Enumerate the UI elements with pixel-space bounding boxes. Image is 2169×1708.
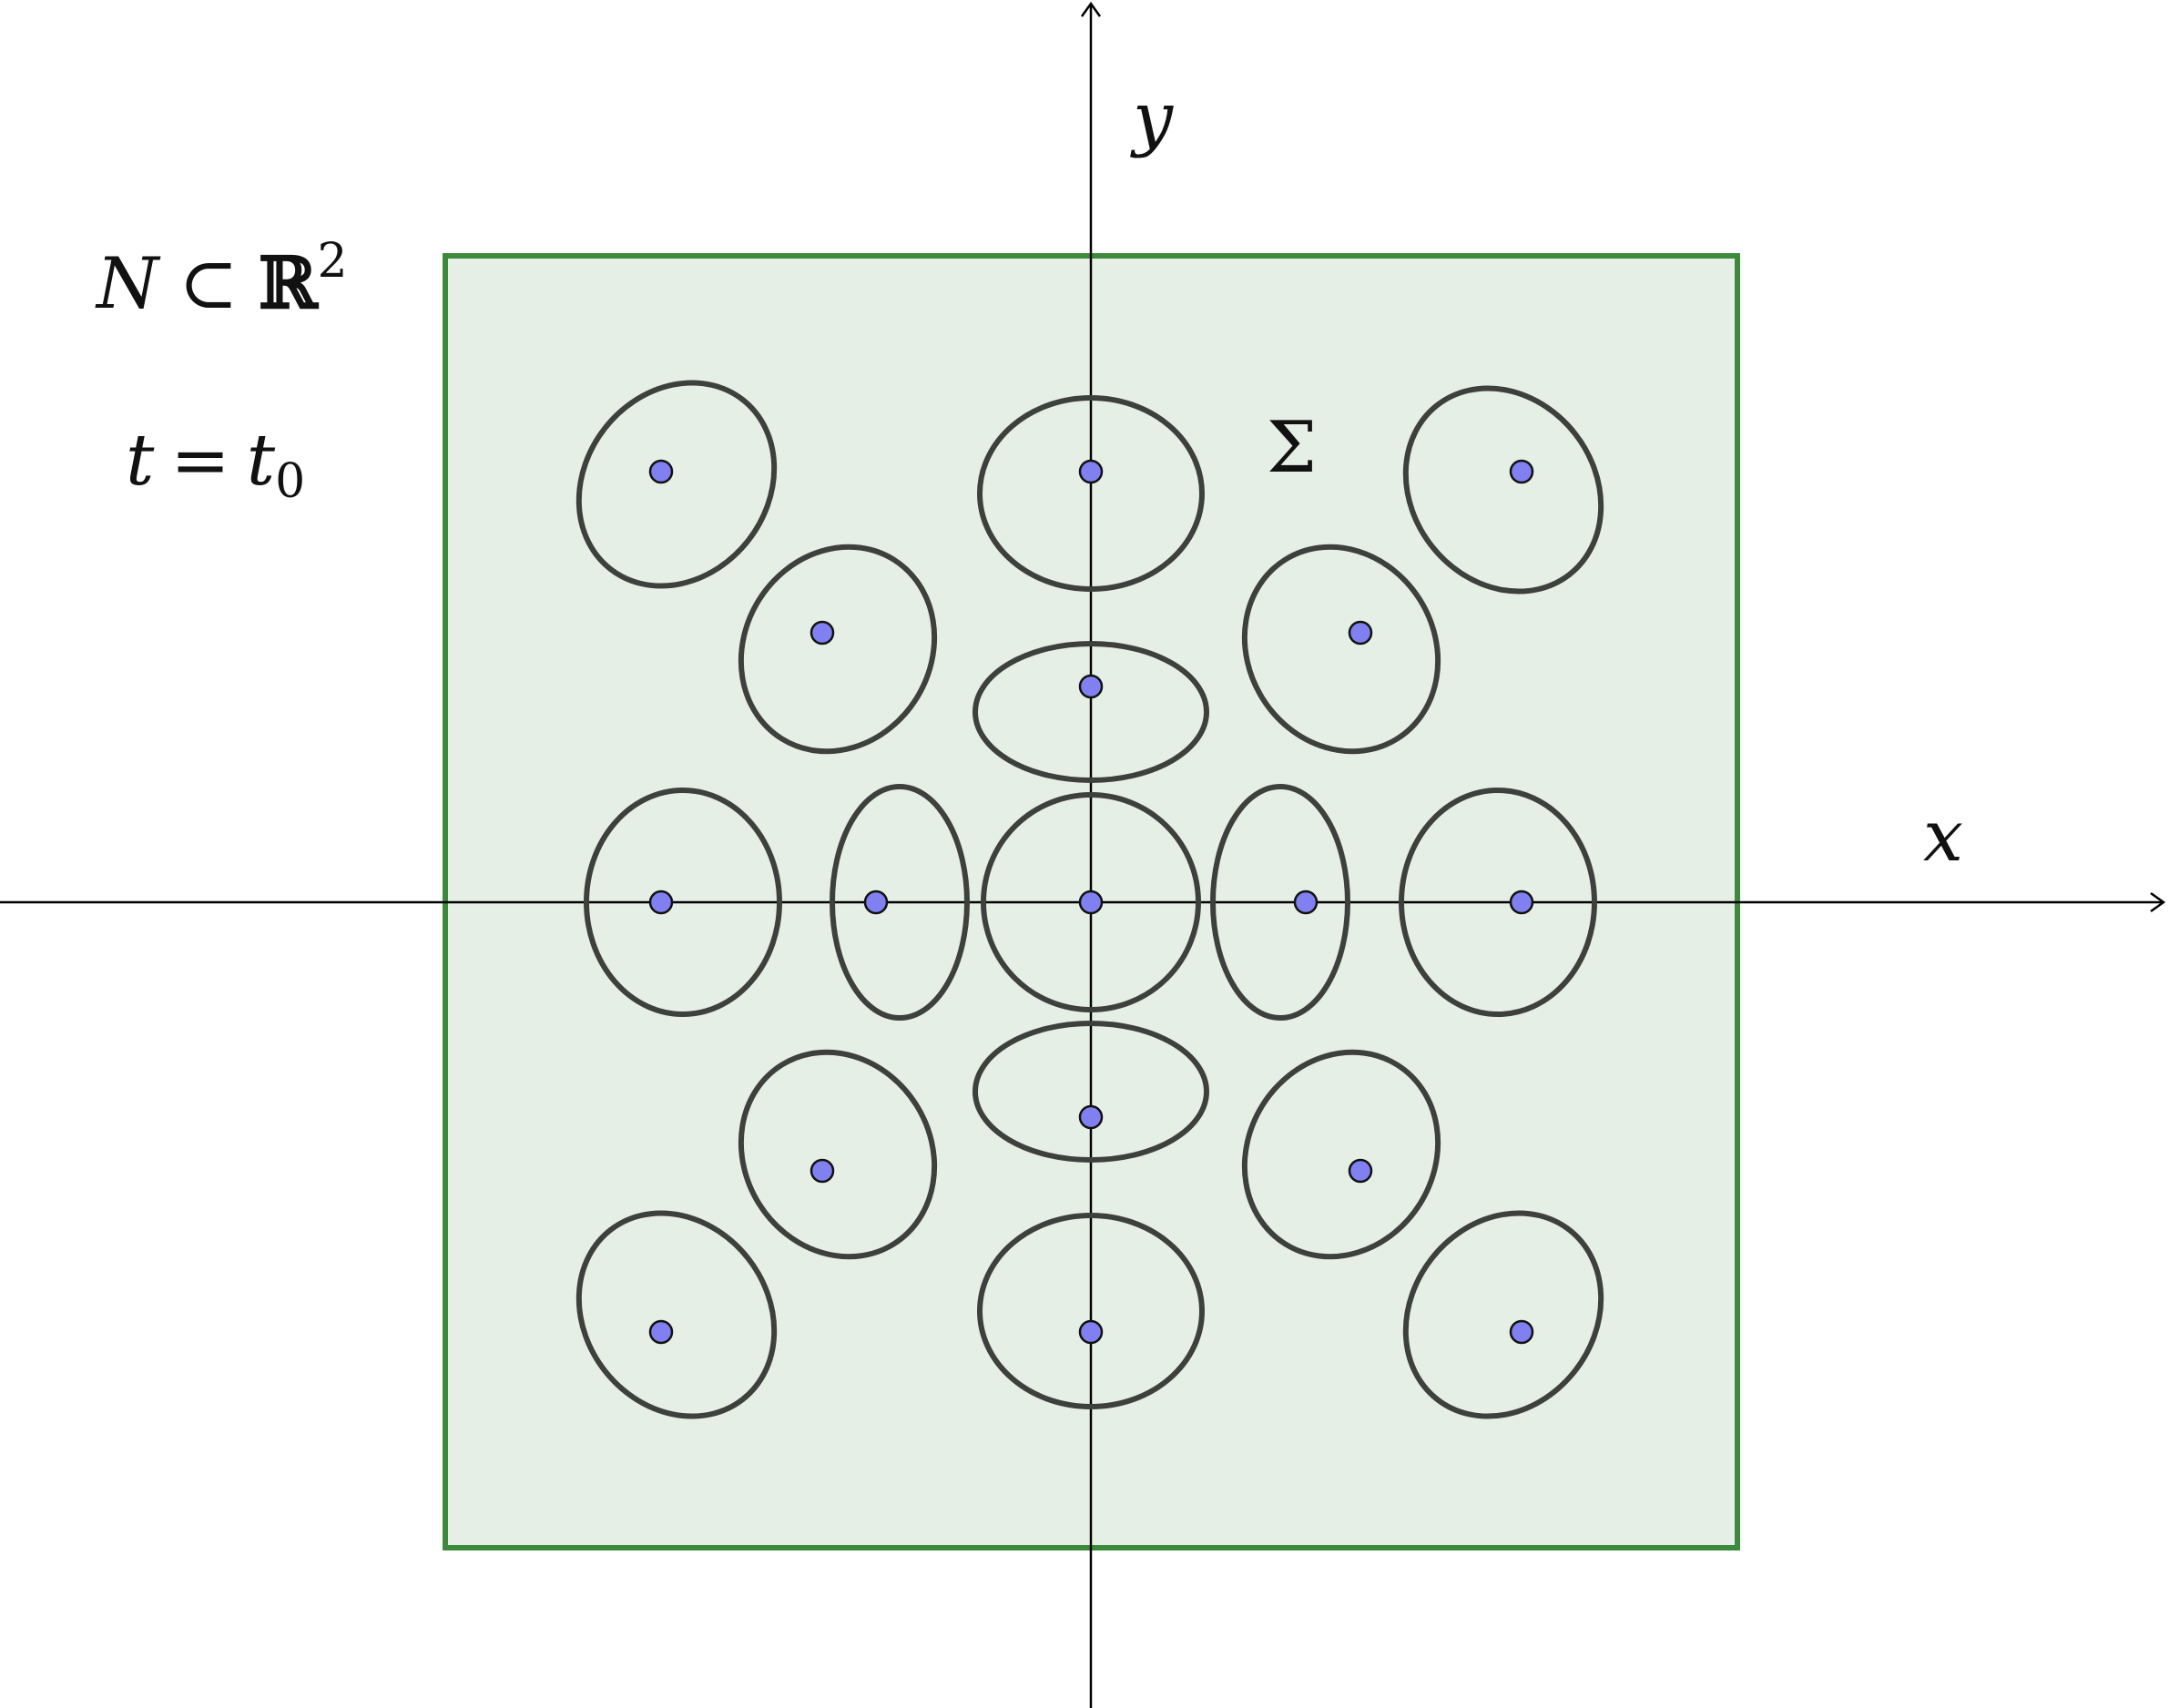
sigma-curve: [738, 1049, 938, 1260]
space-exponent: 2: [317, 234, 347, 289]
point-marker: [1078, 1104, 1104, 1130]
point-marker: [1078, 890, 1104, 915]
point-marker: [810, 1158, 835, 1184]
x-axis-arrowhead-icon: [2150, 891, 2166, 913]
point-marker: [1078, 1319, 1104, 1345]
time-var: t: [126, 420, 155, 502]
set-label: N⊂ ℝ2: [95, 234, 348, 325]
point-marker: [648, 459, 674, 484]
point-marker: [1509, 1319, 1534, 1345]
sigma-curve: [584, 788, 782, 1017]
sigma-curve: [972, 641, 1209, 783]
time-subscript: 0: [275, 454, 305, 509]
y-axis-label: y: [1130, 77, 1174, 159]
y-axis-arrowhead-icon: [1080, 1, 1102, 17]
point-marker: [1293, 890, 1319, 915]
point-marker: [648, 1319, 674, 1345]
sigma-curve: [1241, 1049, 1441, 1260]
sigma-curve: [1402, 385, 1604, 595]
point-marker: [648, 890, 674, 915]
sigma-curve: [1399, 788, 1597, 1017]
sigma-curves: [575, 380, 1604, 1419]
time-label: t=t0: [126, 420, 305, 509]
point-marker: [810, 620, 835, 646]
point-marker: [1509, 459, 1534, 484]
point-marker: [1348, 1158, 1373, 1184]
sigma-curve: [1402, 1210, 1604, 1419]
sigma-curve: [981, 792, 1201, 1012]
set-symbol: N: [95, 243, 161, 325]
sigma-curve: [738, 544, 938, 755]
sigma-label: Σ: [1267, 407, 1317, 489]
sigma-curve: [977, 1213, 1205, 1409]
point-marker: [1078, 459, 1104, 484]
sigma-curve: [830, 784, 970, 1021]
sigma-curve: [575, 380, 778, 589]
point-marker: [863, 890, 889, 915]
space-symbol: ℝ: [259, 242, 320, 325]
sigma-curve: [1210, 784, 1350, 1021]
time-rhs: t: [247, 420, 276, 502]
x-axis-label: x: [1923, 796, 1963, 878]
time-equals: =: [170, 420, 229, 502]
sigma-curve: [977, 395, 1205, 592]
point-marker: [1078, 674, 1104, 699]
point-marker: [1348, 620, 1373, 646]
marked-points: [648, 459, 1534, 1345]
point-marker: [1509, 890, 1534, 915]
sigma-curve: [1241, 544, 1441, 755]
sigma-curve: [972, 1021, 1209, 1163]
sigma-curve: [575, 1210, 778, 1419]
subset-symbol: ⊂: [178, 243, 238, 325]
